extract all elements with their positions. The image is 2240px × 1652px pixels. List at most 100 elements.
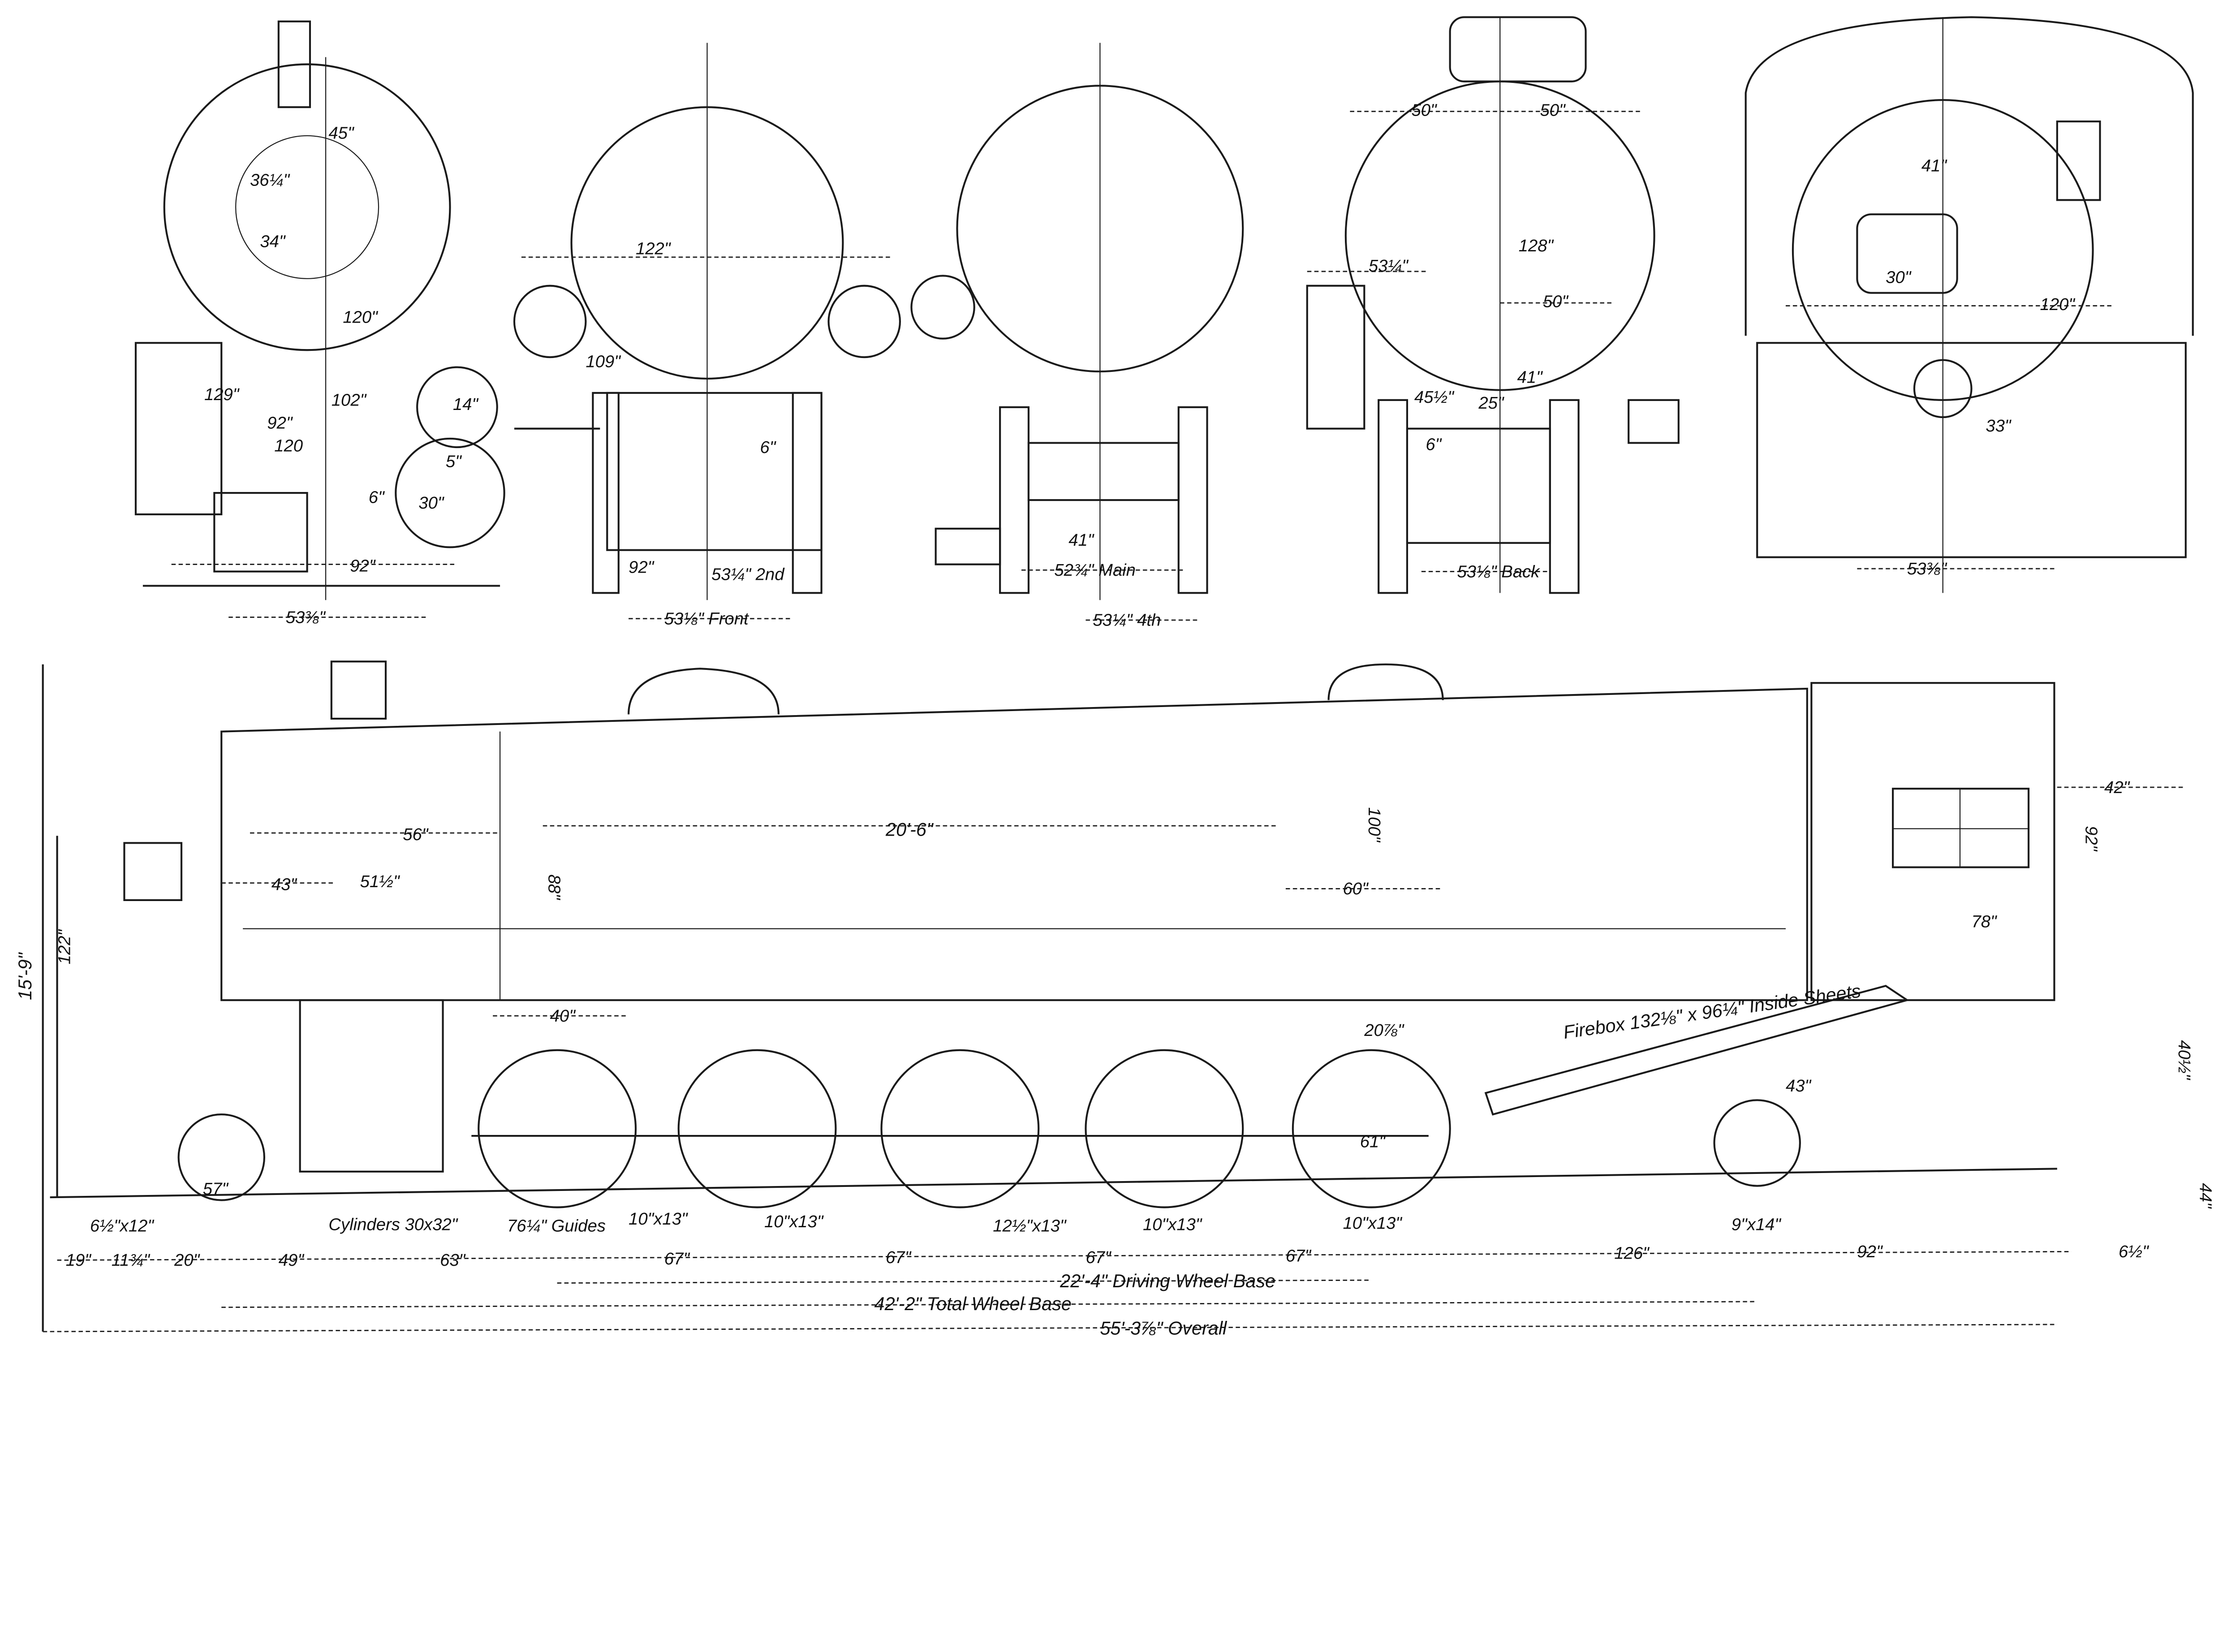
dim-label: 128": [1519, 236, 1554, 255]
dim-label: 120": [343, 308, 378, 327]
smokebox-front: [163, 63, 451, 351]
dim-label: 41": [1921, 156, 1947, 176]
driving-wheel-base-line: [557, 1279, 1372, 1284]
journal-label: 10"x13": [764, 1212, 824, 1231]
dim-label: 92": [629, 558, 655, 577]
dim-label: 36¼": [250, 171, 290, 190]
spacing-label: 67": [886, 1248, 912, 1267]
journal-label: 10"x13": [1143, 1215, 1202, 1234]
driving-wheel: [1085, 1049, 1244, 1208]
total-wheel-base-line: [221, 1301, 1758, 1308]
wheel-side: [792, 392, 823, 594]
dim-label: 45½": [1414, 388, 1454, 407]
dim-label: 14": [453, 395, 479, 414]
dim-label: 129": [204, 385, 240, 404]
dim-label: 33": [1986, 416, 2012, 436]
height-label: 40½": [2175, 1040, 2194, 1080]
firebox-door: [1856, 213, 1958, 294]
dim-label: 53⅛" Front: [664, 609, 749, 628]
height-label: 44": [2196, 1183, 2215, 1209]
dim-label: 34": [260, 232, 286, 251]
sand-dome: [627, 668, 780, 715]
dim-label: 78": [1972, 912, 1998, 932]
trailing-wheel: [1713, 1099, 1801, 1187]
journal-label: 6½"x12": [90, 1216, 154, 1236]
height-label: 15'-9": [14, 952, 35, 1000]
spacing-dimension-line: [57, 1251, 2072, 1261]
journal-label: 10"x13": [1343, 1213, 1402, 1233]
dim-label: 43": [1786, 1076, 1812, 1096]
dim-label: 5": [446, 452, 462, 471]
dim-label: 50": [1412, 100, 1438, 120]
dim-label: 50": [1543, 292, 1569, 311]
dim-label: 109": [586, 352, 621, 371]
dim-label: 30": [1886, 267, 1912, 287]
dim-label: 42": [2104, 778, 2130, 797]
driving-wheel: [880, 1049, 1040, 1208]
height-label: 122": [55, 929, 74, 965]
journal-label: 9"x14": [1732, 1215, 1782, 1234]
driving-wheel: [1292, 1049, 1451, 1208]
cylinder: [299, 999, 444, 1173]
spacing-label: 20": [174, 1251, 200, 1270]
front-section-view: 122" 109" 6" 92" 53¼" 2nd 53⅛" Front: [513, 43, 901, 628]
dim-label: 53¼" 2nd: [711, 565, 785, 584]
height-label: 92": [2082, 826, 2101, 852]
air-pump: [416, 366, 498, 449]
dim-label: 25": [1478, 393, 1504, 413]
pilot-wheel: [177, 1113, 266, 1201]
cab-outline: [1745, 16, 2194, 336]
dim-label: 53⅛" Back: [1457, 562, 1541, 581]
wheel-side: [1378, 399, 1409, 594]
dim-label: 30": [418, 493, 444, 513]
dim-label: 53¼": [1369, 256, 1409, 276]
dim-label: 41": [1068, 531, 1094, 550]
side-elevation: 15'-9" 122" 88" 100" 92" 40½" 44" 56" 43…: [14, 660, 2215, 1338]
spacing-label: 6½": [2119, 1242, 2149, 1261]
dim-label: 53⅜": [1907, 559, 1947, 578]
cab-window: [1892, 788, 2030, 868]
driving-wheel-base-label: 22'-4" Driving Wheel Base: [1060, 1270, 1275, 1291]
spacing-label: 49": [279, 1251, 305, 1270]
dim-label: 60": [1343, 879, 1369, 898]
dim-label: 45": [328, 123, 354, 142]
dim-label: 6": [760, 438, 776, 457]
spacing-label: 67": [1086, 1248, 1111, 1267]
height-label: 88": [544, 875, 564, 901]
spacing-label: 63": [440, 1251, 466, 1270]
spacing-label: 19": [66, 1251, 92, 1270]
dim-label: 61": [1360, 1132, 1386, 1152]
pilot: [213, 492, 308, 573]
boiler: [220, 687, 1808, 1001]
dim-label: 122": [636, 239, 671, 259]
dim-label: 92": [350, 556, 376, 576]
overall-length-line: [43, 1324, 2057, 1333]
dim-label: 6": [369, 487, 385, 507]
cylinders-label: Cylinders 30x32": [328, 1215, 458, 1234]
guides-label: 76¼" Guides: [507, 1216, 606, 1236]
dim-label: 41": [1517, 368, 1543, 387]
dim-label: 20'-6": [885, 819, 934, 840]
dim-label: 20⅞": [1364, 1021, 1404, 1040]
dim-label: 120": [2040, 295, 2076, 314]
journal-label: 10"x13": [629, 1209, 688, 1229]
spacing-label: 11¾": [112, 1251, 151, 1270]
dim-label: 120: [274, 436, 303, 456]
height-label: 100": [1365, 807, 1384, 843]
dim-label: 52¾" Main: [1054, 561, 1136, 580]
dim-label: 6": [1426, 435, 1442, 454]
dim-label: 102": [332, 391, 367, 410]
locomotive-drawing: 45" 36¼" 34" 120" 129" 102" 92" 120 14" …: [14, 16, 2215, 1338]
dim-label: 53¼" 4th: [1093, 611, 1161, 630]
overall-length-label: 55'-3⅞" Overall: [1100, 1317, 1228, 1338]
dim-label: 92": [267, 414, 293, 433]
driving-wheel: [478, 1049, 637, 1208]
smokestack: [330, 660, 387, 720]
wheel-side: [999, 406, 1030, 594]
dim-label: 50": [1540, 100, 1566, 120]
cab-view: 41" 30" 120" 33" 53⅜": [1745, 16, 2194, 593]
dim-label: 40": [550, 1006, 576, 1026]
spacing-label: 92": [1857, 1242, 1883, 1261]
journal-label: 12½"x13": [993, 1216, 1067, 1236]
rear-section-view: 50" 50" 128" 53¼" 50" 41" 45½" 25" 6" 53…: [1306, 16, 1680, 594]
